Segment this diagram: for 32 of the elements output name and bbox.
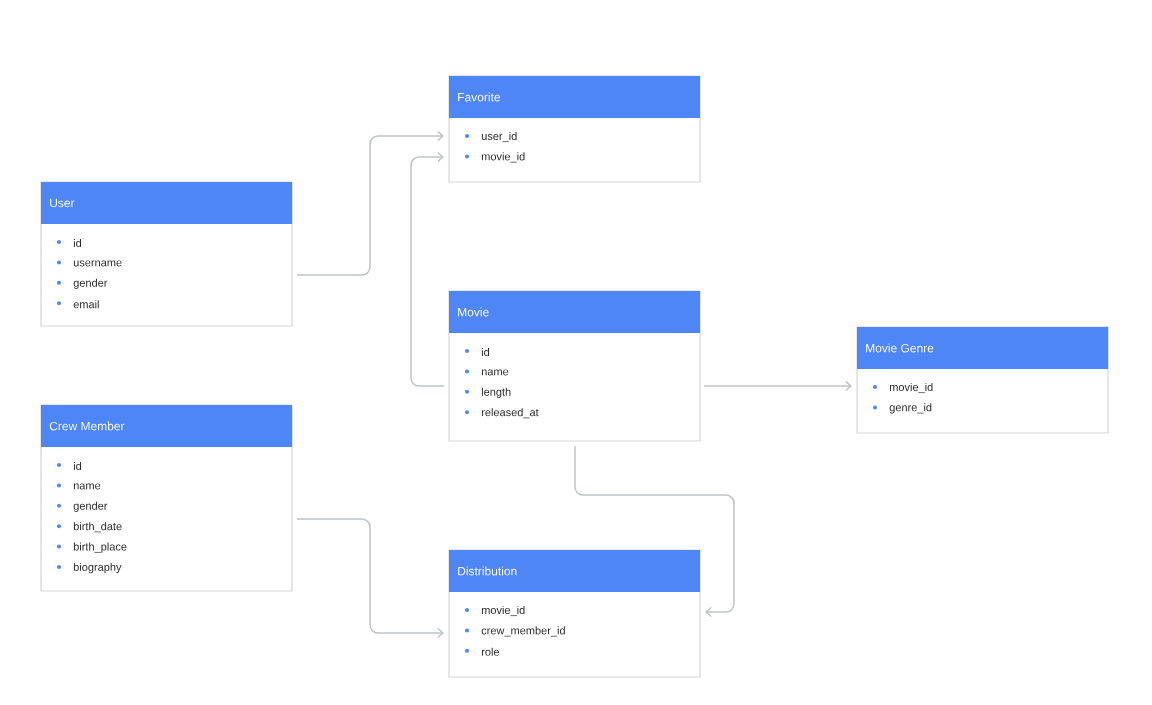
list-item: movie_id [481, 605, 525, 617]
list-item: movie_id [889, 382, 933, 394]
arrow [410, 151, 445, 387]
arrow [296, 130, 444, 276]
list-item: birth_place [73, 542, 127, 553]
table-title: Movie Genre [866, 343, 934, 353]
table-title: Distribution [458, 566, 517, 576]
list-item: birth_date [73, 522, 122, 533]
arrow [574, 445, 735, 618]
list-item: id [73, 461, 82, 471]
list-item: length [481, 387, 511, 398]
list-item: email [73, 300, 99, 309]
list-item: role [481, 647, 500, 656]
table-title: Crew Member [49, 421, 125, 431]
list-item: crew_member_id [481, 626, 565, 637]
list-item: user_id [481, 131, 517, 143]
table-title: Favorite [458, 92, 500, 102]
list-item: gender [73, 278, 108, 289]
list-item: gender [73, 501, 108, 512]
list-item: movie_id [481, 152, 525, 163]
table-title: Movie [458, 307, 489, 317]
arrow [296, 518, 444, 639]
list-item: id [481, 347, 490, 357]
list-item: name [73, 483, 101, 490]
list-item: id [73, 238, 82, 248]
list-item: biography [73, 562, 122, 574]
list-item: genre_id [889, 403, 932, 414]
list-item: username [73, 260, 122, 267]
table-title: User [50, 198, 75, 208]
list-item: name [481, 369, 509, 376]
arrow [703, 380, 852, 392]
list-item: released_at [481, 408, 539, 419]
